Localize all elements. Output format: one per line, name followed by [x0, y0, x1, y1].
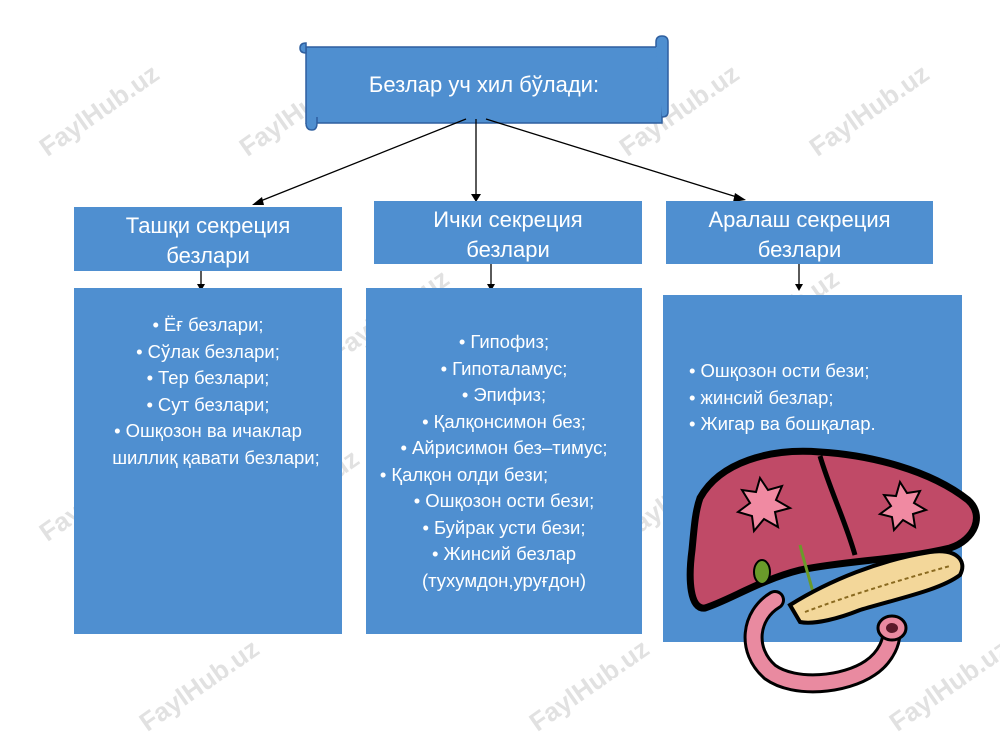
page-title: Безлар уч хил бўлади: — [368, 72, 600, 97]
content-mixed-secretion — [663, 295, 962, 642]
list-item: •жинсий безлар; — [689, 386, 834, 408]
header-mixed-secretion: Аралаш секреция безлари — [666, 201, 933, 264]
content-internal-secretion — [366, 288, 642, 634]
list-item: •Жинсий безлар — [431, 543, 577, 564]
arrow-heads — [197, 193, 803, 291]
list-item: •Ошқозон ости бези; — [689, 360, 870, 381]
external-glands-list: •Ёғ безлари; •Сўлак безлари; •Тер безлар… — [74, 312, 342, 471]
header-external-secretion: Ташқи секреция безлари — [74, 207, 342, 271]
connector-arrows — [200, 118, 800, 286]
title-banner — [299, 35, 669, 131]
content-external-secretion — [74, 288, 342, 634]
list-item: •Сўлак безлари; — [136, 340, 280, 362]
list-item: •Гипоталамус; — [440, 357, 568, 379]
mixed-glands-list: •Ошқозон ости бези; •жинсий безлар; •Жиг… — [663, 358, 943, 438]
list-item: •Сут безлари; — [146, 393, 270, 415]
list-item: шиллиқ қавати безлари; — [112, 446, 320, 468]
list-item: •Қалқонсимон без; — [422, 410, 586, 432]
list-item: •Эпифиз; — [461, 384, 547, 405]
list-item: •Қалқон олди бези; — [379, 463, 549, 485]
list-item: •Айрисимон без–тимус; — [400, 437, 608, 458]
header-internal-secretion: Ички секреция безлари — [374, 201, 642, 264]
list-item: •Тер безлари; — [146, 367, 270, 388]
list-item: •Ошқозон ва ичаклар — [114, 420, 302, 441]
list-item: •Буйрак усти бези; — [422, 516, 586, 538]
list-item: (тухумдон,уруғдон) — [421, 569, 587, 591]
list-item: •Ошқозон ости бези; — [413, 490, 595, 511]
internal-glands-list: •Гипофиз; •Гипоталамус; •Эпифиз; •Қалқон… — [366, 329, 642, 594]
list-item: •Жигар ва бошқалар. — [689, 413, 876, 434]
list-item: •Ёғ безлари; — [152, 314, 264, 335]
list-item: •Гипофиз; — [458, 331, 550, 352]
